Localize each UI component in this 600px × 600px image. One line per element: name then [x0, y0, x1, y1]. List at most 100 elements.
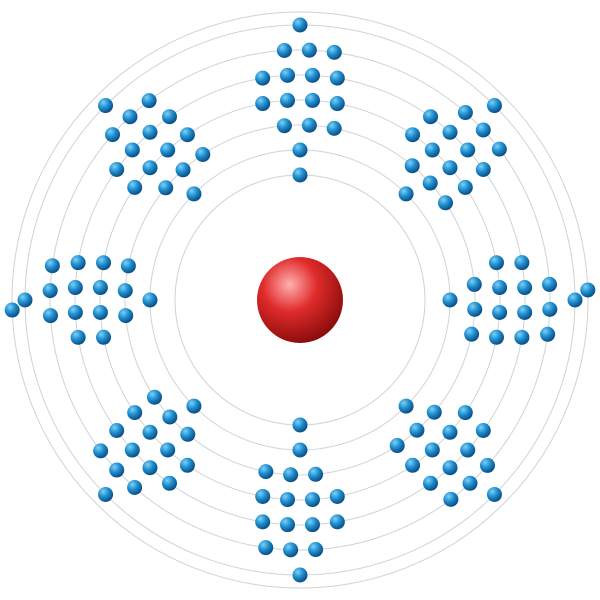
electron-shell-4-27: [92, 280, 108, 296]
electron-shell-5-6: [442, 124, 458, 140]
electron-shell-5-3: [304, 67, 320, 83]
electron-shell-4-24: [127, 405, 143, 421]
electron-shell-4-11: [492, 304, 508, 320]
electron-shell-4-2: [280, 92, 296, 108]
electron-shell-4-22: [160, 442, 176, 458]
electron-shell-3-15: [258, 464, 274, 480]
electron-shell-4-29: [127, 179, 143, 195]
electron-shell-7-8: [98, 98, 114, 114]
electron-shell-4-17: [329, 488, 345, 504]
electron-shell-4-8: [457, 179, 473, 195]
electron-shell-4-13: [457, 405, 473, 421]
electron-shell-6-24: [141, 93, 157, 109]
electron-shell-4-32: [179, 127, 195, 143]
shell-5: [74, 74, 526, 526]
electron-shell-3-11: [409, 422, 425, 438]
electron-shell-5-20: [255, 514, 271, 530]
electron-shell-5-28: [70, 255, 86, 271]
electron-shell-5-11: [517, 304, 533, 320]
electron-shell-3-5: [422, 175, 438, 191]
electron-shell-2-4: [398, 398, 414, 414]
electron-shell-8-2: [4, 302, 20, 318]
electron-shell-5-15: [442, 460, 458, 476]
electron-shell-4-15: [424, 442, 440, 458]
electron-shell-2-2: [398, 186, 414, 202]
electron-shell-4-28: [96, 255, 112, 271]
electron-shell-5-32: [162, 109, 177, 125]
electron-shell-2-7: [142, 292, 158, 308]
electron-shell-4-7: [442, 160, 458, 176]
electron-shell-5-9: [514, 255, 530, 271]
electron-shell-4-3: [304, 92, 320, 108]
electron-shell-6-8: [542, 301, 558, 317]
electron-shell-5-23: [124, 442, 140, 458]
electron-shell-5-2: [280, 67, 296, 83]
electron-shell-5-30: [124, 142, 140, 158]
electron-shell-5-8: [475, 162, 491, 177]
electron-shell-6-22: [105, 127, 121, 143]
electron-shell-6-7: [542, 276, 558, 292]
electron-shell-5-13: [475, 423, 491, 438]
electron-shell-6-1: [276, 42, 292, 58]
electron-shell-3-24: [195, 146, 211, 162]
electron-shell-6-17: [109, 462, 125, 478]
electron-shell-5-5: [423, 109, 438, 125]
electron-shell-6-13: [308, 542, 324, 558]
electron-shell-5-12: [514, 329, 530, 345]
electron-shell-3-14: [283, 467, 299, 483]
electron-shell-3-23: [175, 162, 191, 178]
electron-shell-6-21: [44, 258, 60, 274]
electron-shell-5-1: [255, 70, 271, 86]
electron-shell-5-21: [162, 475, 177, 491]
electron-shell-6-14: [283, 542, 299, 558]
electron-shell-4-18: [304, 492, 320, 508]
electron-shell-5-27: [67, 280, 83, 296]
electrons: [4, 17, 596, 583]
electron-shell-5-26: [67, 304, 83, 320]
electron-shell-4-5: [405, 127, 421, 143]
nucleus: [257, 257, 343, 343]
electron-shell-3-18: [146, 389, 162, 405]
electron-shell-2-5: [292, 442, 308, 458]
electron-shell-5-14: [460, 442, 476, 458]
electron-shell-4-20: [255, 488, 271, 504]
electron-shell-6-5: [475, 122, 491, 138]
electron-shell-6-16: [127, 479, 143, 495]
electron-shell-3-1: [276, 118, 292, 134]
electron-shell-4-21: [179, 457, 195, 473]
electron-shell-4-31: [160, 142, 176, 158]
electron-shell-3-17: [162, 409, 178, 425]
electron-shell-3-8: [467, 301, 483, 317]
electron-shell-1-1: [292, 167, 308, 183]
electron-shell-6-6: [491, 141, 507, 157]
electron-shell-5-4: [329, 70, 345, 86]
electron-shell-4-30: [142, 160, 158, 176]
electron-shell-2-3: [442, 292, 458, 308]
electron-shell-7-1: [292, 17, 308, 33]
electron-shell-3-13: [308, 466, 324, 482]
shell-8: [11, 11, 589, 589]
electron-shell-7-7: [17, 292, 33, 308]
electron-shell-6-2: [301, 42, 317, 58]
shell-6: [49, 49, 551, 551]
electron-shell-7-3: [567, 292, 583, 308]
electron-shell-6-23: [122, 109, 138, 125]
electron-shell-4-19: [280, 492, 296, 508]
electron-shell-2-1: [292, 142, 308, 158]
electron-shell-3-16: [180, 426, 196, 442]
electron-shell-3-21: [120, 258, 136, 274]
electron-shell-4-9: [488, 255, 504, 271]
shell-4: [99, 99, 501, 501]
electron-shell-4-6: [424, 142, 440, 158]
electron-shell-5-10: [517, 280, 533, 296]
electron-shell-3-12: [389, 438, 405, 454]
electron-shell-7-4: [486, 486, 502, 502]
electron-shell-4-25: [96, 329, 112, 345]
electron-shell-5-19: [280, 517, 296, 533]
electron-shell-6-4: [457, 105, 473, 121]
electron-shell-6-15: [258, 540, 274, 556]
electron-shell-5-7: [460, 142, 476, 158]
electron-shell-3-20: [117, 283, 133, 299]
electron-shell-4-14: [442, 424, 458, 440]
